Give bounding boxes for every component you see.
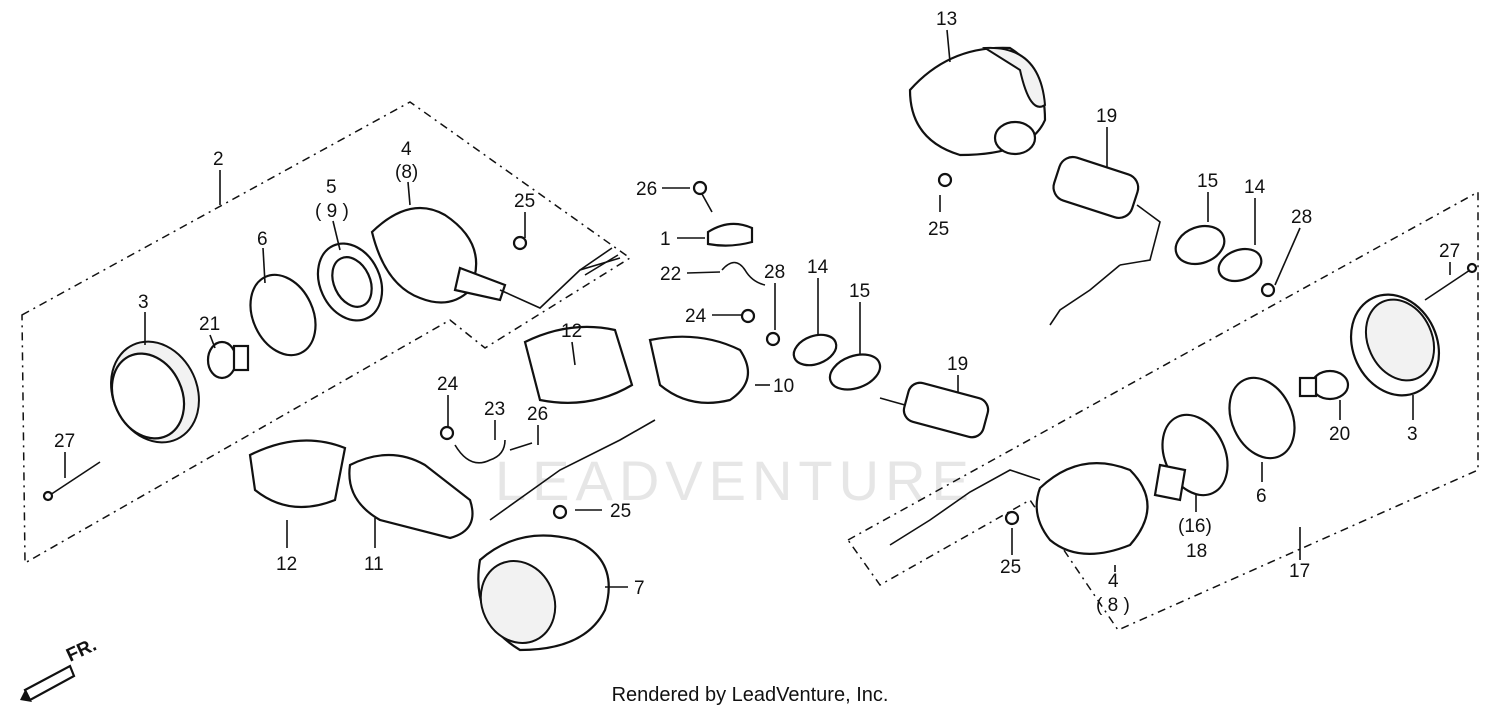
watermark-text: LEADVENTURE bbox=[495, 449, 975, 512]
callout-27-right: 27 bbox=[1439, 241, 1460, 262]
wire-lower bbox=[489, 419, 656, 521]
callout-27-left: 27 bbox=[54, 431, 75, 452]
nut-28-right bbox=[1260, 282, 1276, 298]
callout-23: 23 bbox=[484, 399, 505, 420]
callout-25-top-left: 25 bbox=[514, 191, 535, 212]
callout-26-lower: 26 bbox=[527, 404, 548, 425]
callout-24-lower: 24 bbox=[437, 374, 459, 395]
callout-21: 21 bbox=[199, 314, 220, 335]
bolt-24-lower bbox=[439, 425, 455, 441]
callout-28-right: 28 bbox=[1291, 207, 1312, 228]
front-direction-label: FR. bbox=[63, 635, 100, 667]
callout-28-mid: 28 bbox=[764, 262, 785, 283]
callout-16: (16) bbox=[1178, 516, 1212, 537]
callout-10: 10 bbox=[773, 376, 794, 397]
spring-23 bbox=[454, 439, 506, 464]
housing-left bbox=[370, 207, 507, 304]
bolt-26-lower bbox=[509, 442, 533, 451]
callout-19-mid: 19 bbox=[947, 354, 968, 375]
front-direction-arrow bbox=[20, 664, 76, 702]
bolt-24-mid bbox=[740, 308, 756, 324]
callout-11: 11 bbox=[364, 554, 384, 575]
callout-19-top: 19 bbox=[1096, 106, 1117, 127]
socket-left bbox=[316, 242, 384, 322]
callout-6-right: 6 bbox=[1256, 486, 1267, 507]
lens-left bbox=[110, 340, 200, 444]
grommet-15-mid bbox=[828, 353, 882, 391]
wire-left bbox=[499, 247, 621, 309]
callout-7: 7 bbox=[634, 578, 645, 599]
callout-15-mid: 15 bbox=[849, 281, 870, 302]
grommet-14-top bbox=[1217, 247, 1263, 283]
bolt-25-top-right bbox=[937, 172, 953, 188]
gasket-6-right bbox=[1228, 376, 1296, 460]
group-outline-left bbox=[21, 101, 632, 565]
grommet-15-top bbox=[1174, 224, 1226, 266]
callout-26-top: 26 bbox=[636, 179, 657, 200]
bolt-25-lower bbox=[552, 504, 568, 520]
screw-27-right bbox=[1424, 262, 1478, 301]
wire-top-right bbox=[1049, 264, 1121, 326]
callout-1: 1 bbox=[660, 229, 671, 250]
callout-22: 22 bbox=[660, 264, 681, 285]
bolt-25-right bbox=[1004, 510, 1020, 526]
bracket-12-lower bbox=[248, 439, 347, 509]
footer-credit: Rendered by LeadVenture, Inc. bbox=[611, 684, 889, 706]
callout-3-left: 3 bbox=[138, 292, 149, 313]
callout-24-mid: 24 bbox=[685, 306, 707, 327]
callout-3-right: 3 bbox=[1407, 424, 1418, 445]
spring-22 bbox=[721, 261, 766, 286]
callout-14-mid: 14 bbox=[807, 257, 829, 278]
callout-25-right: 25 bbox=[1000, 557, 1021, 578]
wire-right-front bbox=[889, 469, 1041, 546]
callout-12-upper: 12 bbox=[561, 321, 582, 342]
callout-18: 18 bbox=[1186, 541, 1207, 562]
callout-8-left: (8) bbox=[395, 162, 418, 183]
lens-13 bbox=[908, 46, 1047, 157]
callout-2: 2 bbox=[213, 149, 224, 170]
screw-27-left bbox=[42, 461, 101, 502]
callout-4-right: 4 bbox=[1108, 571, 1119, 592]
grommet-14-mid bbox=[792, 333, 838, 367]
socket-19-mid bbox=[879, 381, 990, 439]
socket-19-top bbox=[1052, 155, 1161, 266]
bulb-left bbox=[206, 340, 250, 380]
lens-3-right bbox=[1349, 293, 1441, 397]
callout-25-top-right: 25 bbox=[928, 219, 949, 240]
callout-14-top: 14 bbox=[1244, 177, 1266, 198]
bracket-12-upper bbox=[523, 325, 634, 404]
callout-15-top: 15 bbox=[1197, 171, 1218, 192]
lens-7 bbox=[477, 534, 610, 652]
callout-12-lower: 12 bbox=[276, 554, 297, 575]
bracket-10 bbox=[648, 335, 750, 404]
group-outline-right bbox=[846, 190, 1479, 631]
clamp-1 bbox=[706, 222, 754, 247]
callout-13: 13 bbox=[936, 9, 957, 30]
housing-11 bbox=[348, 453, 474, 540]
nut-28-mid bbox=[765, 331, 781, 347]
gasket-left bbox=[249, 273, 317, 357]
bulb-20 bbox=[1298, 369, 1350, 401]
callout-5: 5 bbox=[326, 177, 337, 198]
callout-4-left: 4 bbox=[401, 139, 412, 160]
socket-18 bbox=[1153, 413, 1229, 502]
callout-20: 20 bbox=[1329, 424, 1350, 445]
callout-8-right: ( 8 ) bbox=[1096, 595, 1130, 616]
callout-17: 17 bbox=[1289, 561, 1310, 582]
housing-4-right bbox=[1035, 462, 1149, 555]
callout-9: ( 9 ) bbox=[315, 201, 349, 222]
callout-6-left: 6 bbox=[257, 229, 268, 250]
callout-25-lower: 25 bbox=[610, 501, 631, 522]
leader-lines bbox=[64, 29, 1451, 588]
bolt-25-top-left bbox=[512, 235, 528, 251]
bolt-26-top bbox=[692, 180, 713, 213]
